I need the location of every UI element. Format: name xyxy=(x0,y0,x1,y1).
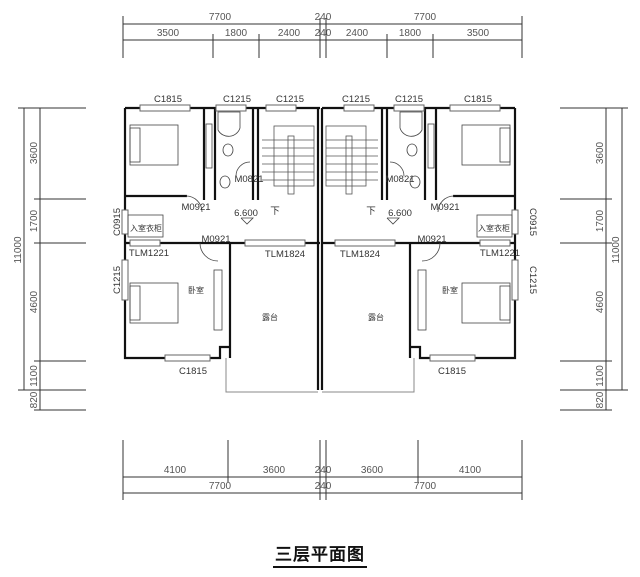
window-label: C1215 xyxy=(223,94,251,105)
dimension-label: 7700 xyxy=(414,481,437,492)
dimension-label: 11000 xyxy=(611,236,622,264)
stair-down-label: 下 xyxy=(270,206,280,217)
dimension-label: 4100 xyxy=(164,465,187,476)
door-label: M0821 xyxy=(234,174,263,185)
room-terrace: 露台 xyxy=(262,312,278,322)
dimension-label: 3600 xyxy=(29,141,40,164)
dimension-label: C1815 xyxy=(179,366,207,377)
door-label: M0921 xyxy=(181,202,210,213)
dimension-label: 3600 xyxy=(595,141,606,164)
dimension-label: 4600 xyxy=(29,290,40,313)
dimension-label: 240 xyxy=(315,465,332,476)
door-label: TLM1824 xyxy=(265,249,305,260)
dimension-label: 2400 xyxy=(278,28,301,39)
window-label: C1215 xyxy=(395,94,423,105)
door-label: M0921 xyxy=(430,202,459,213)
elevation-label: 6.600 xyxy=(388,208,412,219)
dimension-label: 4100 xyxy=(459,465,482,476)
dimension-label: 3500 xyxy=(157,28,180,39)
room-closet: 入室衣柜 xyxy=(130,223,162,233)
dim-top-total-mid: 240 xyxy=(315,12,332,23)
dimension-label: 3500 xyxy=(467,28,490,39)
dimension-label: 240 xyxy=(315,28,332,39)
dimension-label: 820 xyxy=(595,391,606,408)
dimension-label: 1800 xyxy=(225,28,248,39)
room-bedroom: 卧室 xyxy=(188,285,204,295)
drawing-title-text: 三层平面图 xyxy=(273,545,367,568)
dim-top-total-left: 7700 xyxy=(209,12,232,23)
door-label: M0821 xyxy=(385,174,414,185)
door-label: M0921 xyxy=(417,234,446,245)
door-label: TLM1221 xyxy=(480,248,520,259)
dimension-label: C0915 xyxy=(112,208,123,236)
room-bedroom: 卧室 xyxy=(442,285,458,295)
dimension-label: 2400 xyxy=(346,28,369,39)
dimension-label: C0915 xyxy=(527,208,538,236)
dimension-label: 7700 xyxy=(209,481,232,492)
drawing-title: 三层平面图 xyxy=(0,540,640,568)
dimension-label: 1100 xyxy=(29,365,40,387)
door-label: TLM1824 xyxy=(340,249,380,260)
dimension-label: 1100 xyxy=(595,365,606,387)
dimension-label: 820 xyxy=(29,391,40,408)
stair-down-label: 下 xyxy=(366,206,376,217)
dimension-label: 1700 xyxy=(595,209,606,232)
room-terrace: 露台 xyxy=(368,312,384,322)
dimension-label: C1215 xyxy=(112,266,123,294)
dimension-label: 3600 xyxy=(263,465,286,476)
dimension-label: 3600 xyxy=(361,465,384,476)
window-label: C1815 xyxy=(464,94,492,105)
door-label: TLM1221 xyxy=(129,248,169,259)
dimension-label: 1800 xyxy=(399,28,422,39)
dimension-label: 4600 xyxy=(595,290,606,313)
window-label: C1215 xyxy=(276,94,304,105)
dimension-label: 1700 xyxy=(29,209,40,232)
dimension-label: C1815 xyxy=(438,366,466,377)
dim-top-total-right: 7700 xyxy=(414,12,437,23)
elevation-label: 6.600 xyxy=(234,208,258,219)
dimension-label: 240 xyxy=(315,481,332,492)
dimension-label: 11000 xyxy=(13,236,24,264)
room-closet: 入室衣柜 xyxy=(478,223,510,233)
window-label: C1215 xyxy=(342,94,370,105)
dimension-label: C1215 xyxy=(527,266,538,294)
door-label: M0921 xyxy=(201,234,230,245)
window-label: C1815 xyxy=(154,94,182,105)
